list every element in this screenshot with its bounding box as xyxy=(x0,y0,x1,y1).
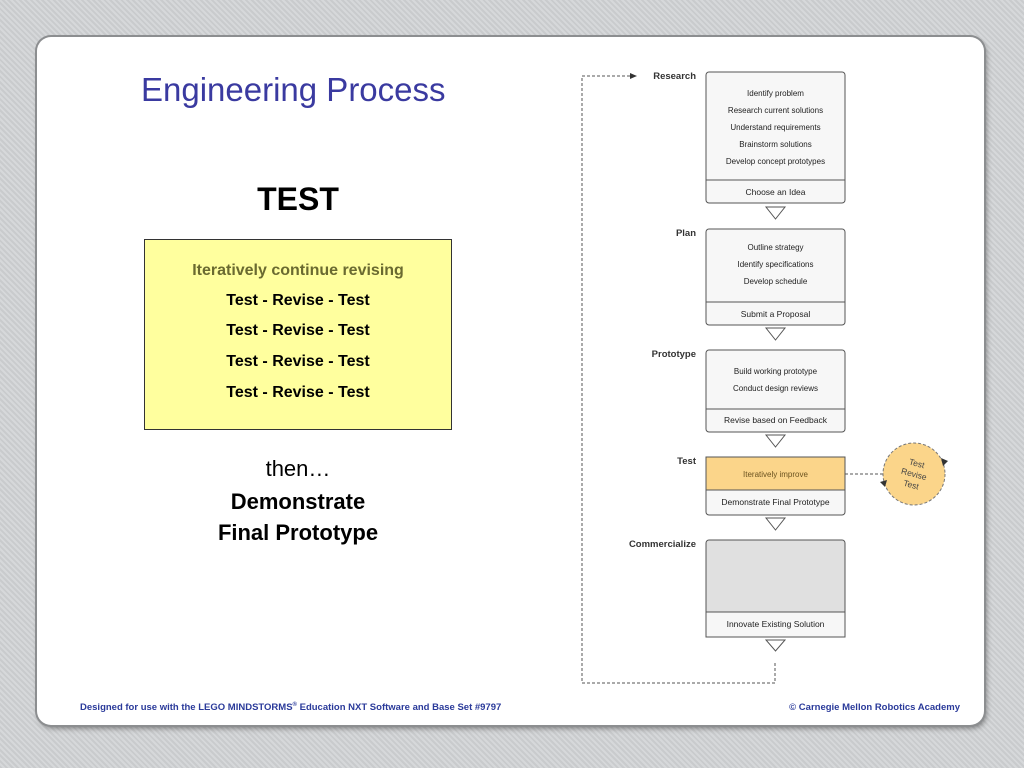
demonstrate-line-1: Demonstrate xyxy=(230,489,366,514)
stage-label-test: Test xyxy=(677,456,697,467)
footer-left-text: Designed for use with the LEGO MINDSTORM… xyxy=(80,702,293,714)
stage-label-prototype: Prototype xyxy=(652,349,696,360)
down-arrow-icon xyxy=(764,327,787,341)
plan-footer: Submit a Proposal xyxy=(741,309,811,319)
commercialize-footer: Innovate Existing Solution xyxy=(727,619,825,629)
plan-item: Develop schedule xyxy=(744,277,808,286)
research-item: Identify problem xyxy=(747,89,804,98)
registered-mark: ® xyxy=(292,702,297,708)
test-info-box: Iteratively continue revising Test - Rev… xyxy=(144,239,452,430)
slide-title: Engineering Process xyxy=(141,71,446,108)
stage-label-commercialize: Commercialize xyxy=(629,539,696,550)
down-arrow-icon xyxy=(764,517,787,531)
prototype-item: Conduct design reviews xyxy=(733,384,818,393)
commercialize-footer-area xyxy=(705,611,846,638)
box-header: Iteratively continue revising xyxy=(192,262,404,279)
cycle-arrow-icon xyxy=(941,458,948,466)
plan-item: Outline strategy xyxy=(747,243,803,252)
down-arrow-icon xyxy=(764,434,787,448)
down-arrow-icon xyxy=(764,206,787,220)
cycle-arrow-icon xyxy=(880,480,887,487)
box-line: Test - Revise - Test xyxy=(226,322,370,339)
cycle-label: Test xyxy=(908,457,926,471)
prototype-footer: Revise based on Feedback xyxy=(724,415,828,425)
box-line: Test - Revise - Test xyxy=(226,292,370,309)
then-text: then… xyxy=(265,456,331,481)
research-item: Research current solutions xyxy=(728,106,823,115)
demonstrate-text: Demonstrate Final Prototype xyxy=(150,486,446,548)
plan-box xyxy=(705,228,846,326)
test-heading: TEST xyxy=(257,181,339,217)
footer-left: Designed for use with the LEGO MINDSTORM… xyxy=(80,702,501,713)
prototype-box xyxy=(705,349,846,433)
research-item: Brainstorm solutions xyxy=(739,140,811,149)
test-item: Iteratively improve xyxy=(743,470,808,479)
box-line: Test - Revise - Test xyxy=(226,384,370,401)
test-highlight xyxy=(705,456,846,491)
test-revise-cycle xyxy=(882,442,946,506)
demonstrate-line-2: Final Prototype xyxy=(217,520,379,545)
cycle-label: Test xyxy=(902,478,920,492)
research-item: Develop concept prototypes xyxy=(726,157,825,166)
prototype-item: Build working prototype xyxy=(734,367,818,376)
research-box xyxy=(705,71,846,204)
research-item: Understand requirements xyxy=(730,123,820,132)
footer-right: © Carnegie Mellon Robotics Academy xyxy=(789,702,960,713)
down-arrow-icon xyxy=(764,639,787,652)
stage-label-plan: Plan xyxy=(676,228,696,239)
loop-back-line xyxy=(581,73,776,684)
research-footer: Choose an Idea xyxy=(745,187,805,197)
plan-item: Identify specifications xyxy=(737,260,813,269)
footer-left-text-b: Education NXT Software and Base Set #979… xyxy=(296,702,502,714)
stage-label-research: Research xyxy=(653,71,696,82)
box-line: Test - Revise - Test xyxy=(226,353,370,370)
test-footer: Demonstrate Final Prototype xyxy=(721,497,829,507)
